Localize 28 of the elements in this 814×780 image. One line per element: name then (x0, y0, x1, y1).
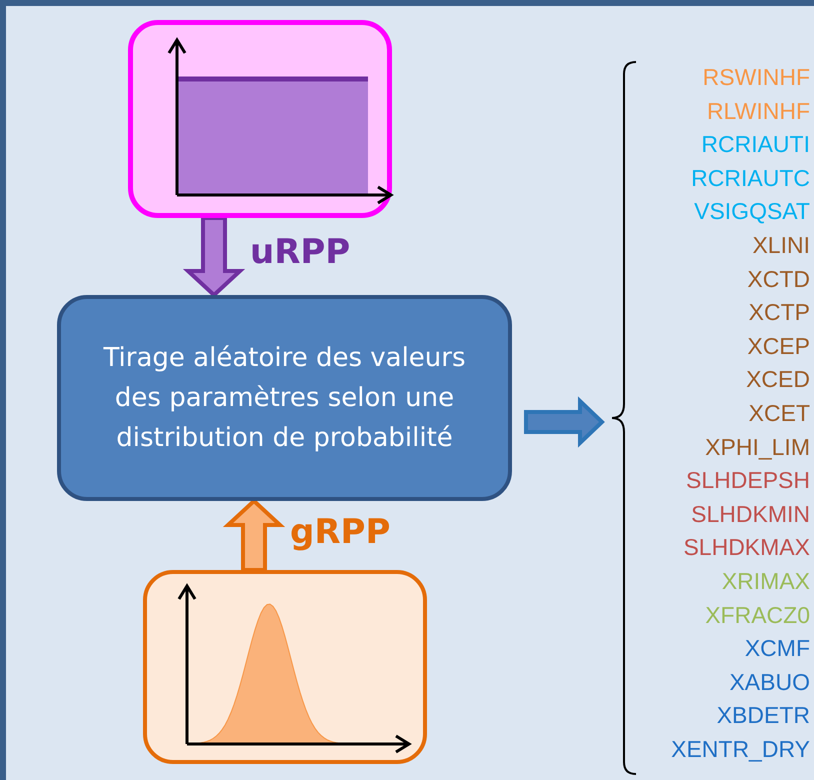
parameter-name: VSIGQSAT (694, 198, 810, 226)
parameter-name: XCEP (747, 332, 810, 360)
parameter-name: XRIMAX (722, 568, 810, 595)
parameter-name: XCTP (748, 299, 810, 326)
parameter-name: RLWINHF (706, 98, 810, 125)
block-arrow (524, 396, 605, 448)
parameter-name: XCMF (744, 635, 810, 662)
block-arrow (222, 498, 286, 572)
parameter-name: SLHDKMIN (691, 500, 810, 528)
edge-label: gRPP (290, 512, 390, 552)
parameter-name: XCED (746, 366, 810, 394)
process-text: Tirage aléatoire des valeurs des paramètres selon une distribution de probabilité (102, 342, 467, 455)
parameter-name: RSWINHF (702, 64, 810, 91)
parameter-name: XBDETR (716, 702, 810, 730)
block-arrow (182, 216, 246, 298)
parameter-name: XENTR_DRY (671, 736, 810, 763)
parameter-name: XPHI_LIM (705, 434, 810, 461)
parameter-name: RCRIAUTC (691, 164, 810, 192)
edge-label: uRPP (250, 232, 350, 272)
parameter-name: RCRIAUTI (701, 131, 810, 158)
process-box (57, 295, 512, 501)
parameter-name: XCTD (747, 266, 810, 293)
parameter-name: XLINI (752, 232, 810, 259)
parameter-name: XCET (748, 400, 810, 427)
parameter-name: SLHDEPSH (686, 467, 810, 494)
parameter-name: XABUO (729, 668, 810, 696)
parameter-name: XFRACZ0 (705, 602, 810, 629)
parameter-name: SLHDKMAX (683, 534, 810, 562)
